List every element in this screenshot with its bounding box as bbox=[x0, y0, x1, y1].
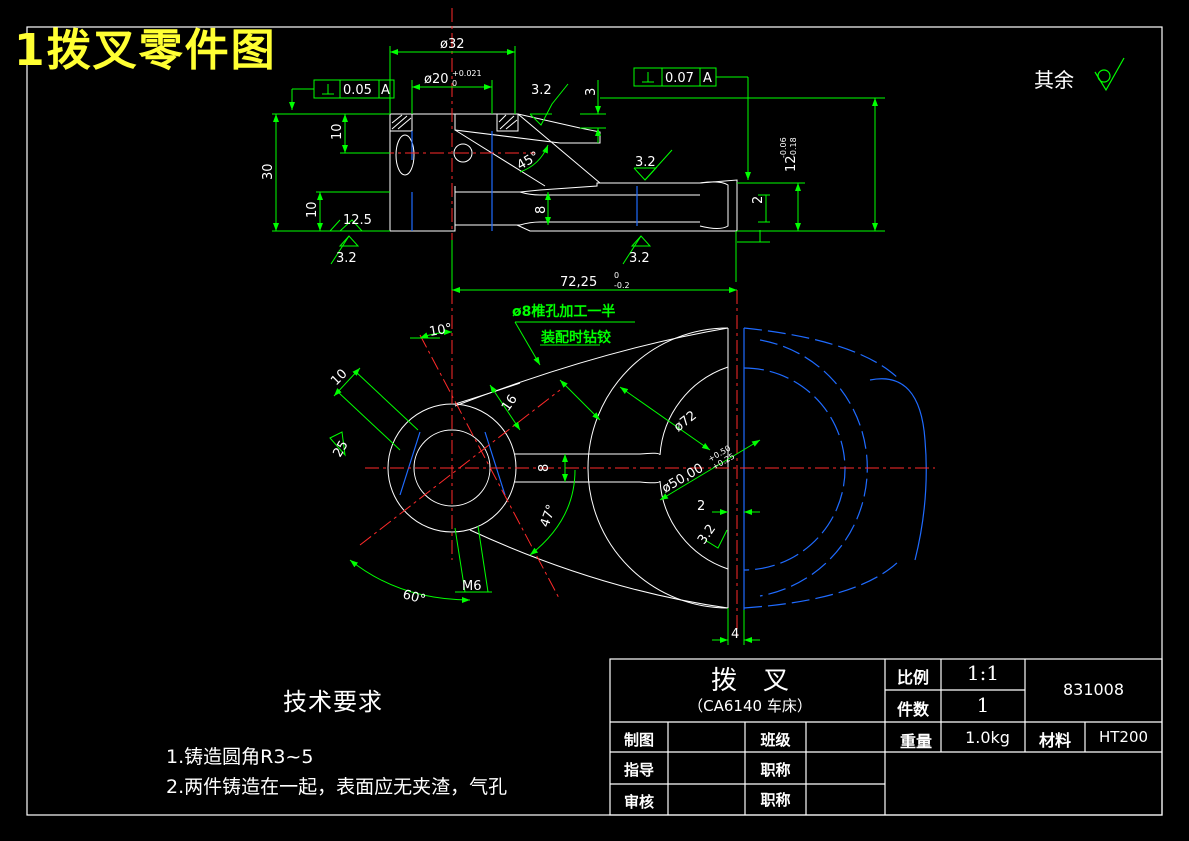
dim-ang60: 60° bbox=[401, 587, 427, 607]
title2-label: 职称 bbox=[760, 791, 791, 809]
dim-h3: 3 bbox=[584, 88, 599, 96]
dim-d20-tol2: 0 bbox=[452, 79, 457, 88]
taper-note2: 装配时钻铰 bbox=[540, 329, 611, 346]
dim-w4: 4 bbox=[731, 627, 739, 642]
dim-d50: ø50,00 bbox=[660, 461, 707, 497]
rough-125: 12.5 bbox=[343, 213, 372, 228]
qty-value: 1 bbox=[976, 693, 990, 717]
rest-roughness-symbol bbox=[1094, 57, 1125, 92]
tech-requirements-title: 技术要求 bbox=[283, 688, 383, 716]
dim-w8: 8 bbox=[537, 464, 552, 472]
material-value: HT200 bbox=[1098, 728, 1149, 746]
weight-label: 重量 bbox=[899, 732, 932, 751]
dim-len72: 72,25 bbox=[560, 275, 597, 290]
dim-h12-tol2: -0.18 bbox=[789, 137, 798, 158]
dim-d16: 16 bbox=[499, 392, 521, 414]
dim-d10: 10 bbox=[328, 367, 350, 389]
rough-d: 3.2 bbox=[629, 251, 650, 266]
taper-note1: ø8椎孔加工一半 bbox=[512, 303, 615, 320]
dim-d72: ø72 bbox=[671, 408, 700, 435]
section-dim-text: ø32 ø20 +0.021 0 0.05 A 0.07 A 3.2 3.2 3… bbox=[261, 37, 799, 266]
rough-c: 3.2 bbox=[336, 251, 357, 266]
weight-value: 1.0kg bbox=[965, 728, 1010, 747]
machine-name: （CA6140 车床） bbox=[688, 697, 812, 715]
dim-d20-tol: +0.021 bbox=[452, 69, 482, 78]
section-view-hidden bbox=[411, 131, 638, 231]
dim-d32: ø32 bbox=[440, 37, 465, 52]
title1-label: 职称 bbox=[760, 761, 791, 779]
review-label: 审核 bbox=[623, 793, 654, 811]
dim-ang10: 10° bbox=[428, 321, 453, 340]
page-title: 1拨叉零件图 bbox=[14, 25, 277, 76]
plan-dimensions bbox=[329, 287, 761, 645]
scale-value: 1:1 bbox=[966, 661, 1000, 685]
dim-h10b: 10 bbox=[305, 201, 320, 218]
rough-a: 3.2 bbox=[531, 83, 552, 98]
plan-hidden bbox=[399, 327, 927, 610]
dim-h8: 8 bbox=[534, 206, 549, 214]
rough-b: 3.2 bbox=[635, 155, 656, 170]
dim-len72-tol: 0 bbox=[614, 271, 619, 280]
tech-requirement-item: 1.铸造圆角R3~5 bbox=[166, 746, 314, 768]
rough-e: 3.2 bbox=[695, 522, 719, 548]
perp1-ref: A bbox=[381, 83, 390, 98]
section-view bbox=[389, 113, 738, 232]
drawing-frame bbox=[26, 26, 1163, 816]
section-dimensions bbox=[272, 46, 885, 292]
qty-label: 件数 bbox=[896, 700, 929, 719]
rest-roughness-label: 其余 bbox=[1034, 68, 1074, 92]
perp1-val: 0.05 bbox=[343, 83, 372, 98]
tech-requirement-item: 2.两件铸造在一起，表面应无夹渣，气孔 bbox=[166, 776, 508, 798]
class-label: 班级 bbox=[760, 731, 791, 749]
guide-label: 指导 bbox=[623, 761, 654, 779]
perp2-val: 0.07 bbox=[665, 71, 694, 86]
dim-d20: ø20 bbox=[424, 72, 449, 87]
perp2-ref: A bbox=[703, 71, 712, 86]
dim-ang47: 47° bbox=[538, 503, 560, 530]
dim-h2: 2 bbox=[751, 196, 766, 204]
part-name: 拨 叉 bbox=[710, 666, 789, 696]
dim-h12-tol: -0.06 bbox=[779, 137, 788, 158]
dim-r25: 25 bbox=[330, 438, 351, 460]
dim-h10a: 10 bbox=[330, 123, 345, 140]
drawing-number: 831008 bbox=[1062, 680, 1125, 699]
plan-centerlines bbox=[359, 290, 935, 640]
material-label: 材料 bbox=[1038, 731, 1071, 750]
dim-m6: M6 bbox=[462, 579, 482, 594]
dim-h12: 12 bbox=[784, 155, 799, 172]
dim-len72-tol2: -0.2 bbox=[614, 281, 630, 290]
section-centerlines bbox=[380, 8, 535, 240]
scale-label: 比例 bbox=[896, 668, 929, 687]
plan-dim-text: 72,25 0 -0.2 ø8椎孔加工一半 装配时钻铰 10° 10 16 25… bbox=[328, 271, 739, 642]
dim-h30: 30 bbox=[261, 163, 276, 180]
dim-w2: 2 bbox=[697, 499, 705, 514]
drawn-label: 制图 bbox=[623, 731, 654, 749]
title-block-grid bbox=[609, 658, 1163, 816]
